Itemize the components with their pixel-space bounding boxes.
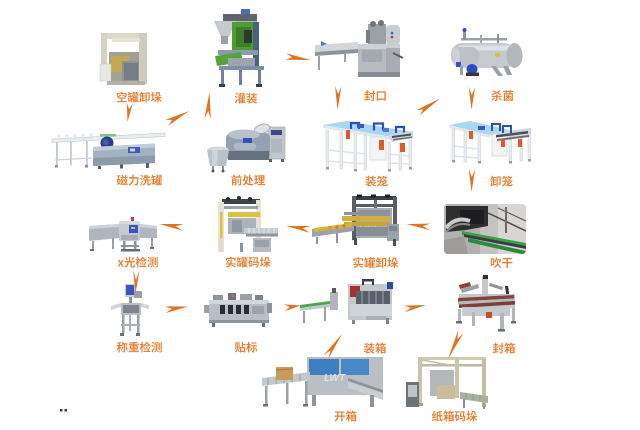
svg-text:LWT: LWT <box>324 373 346 384</box>
